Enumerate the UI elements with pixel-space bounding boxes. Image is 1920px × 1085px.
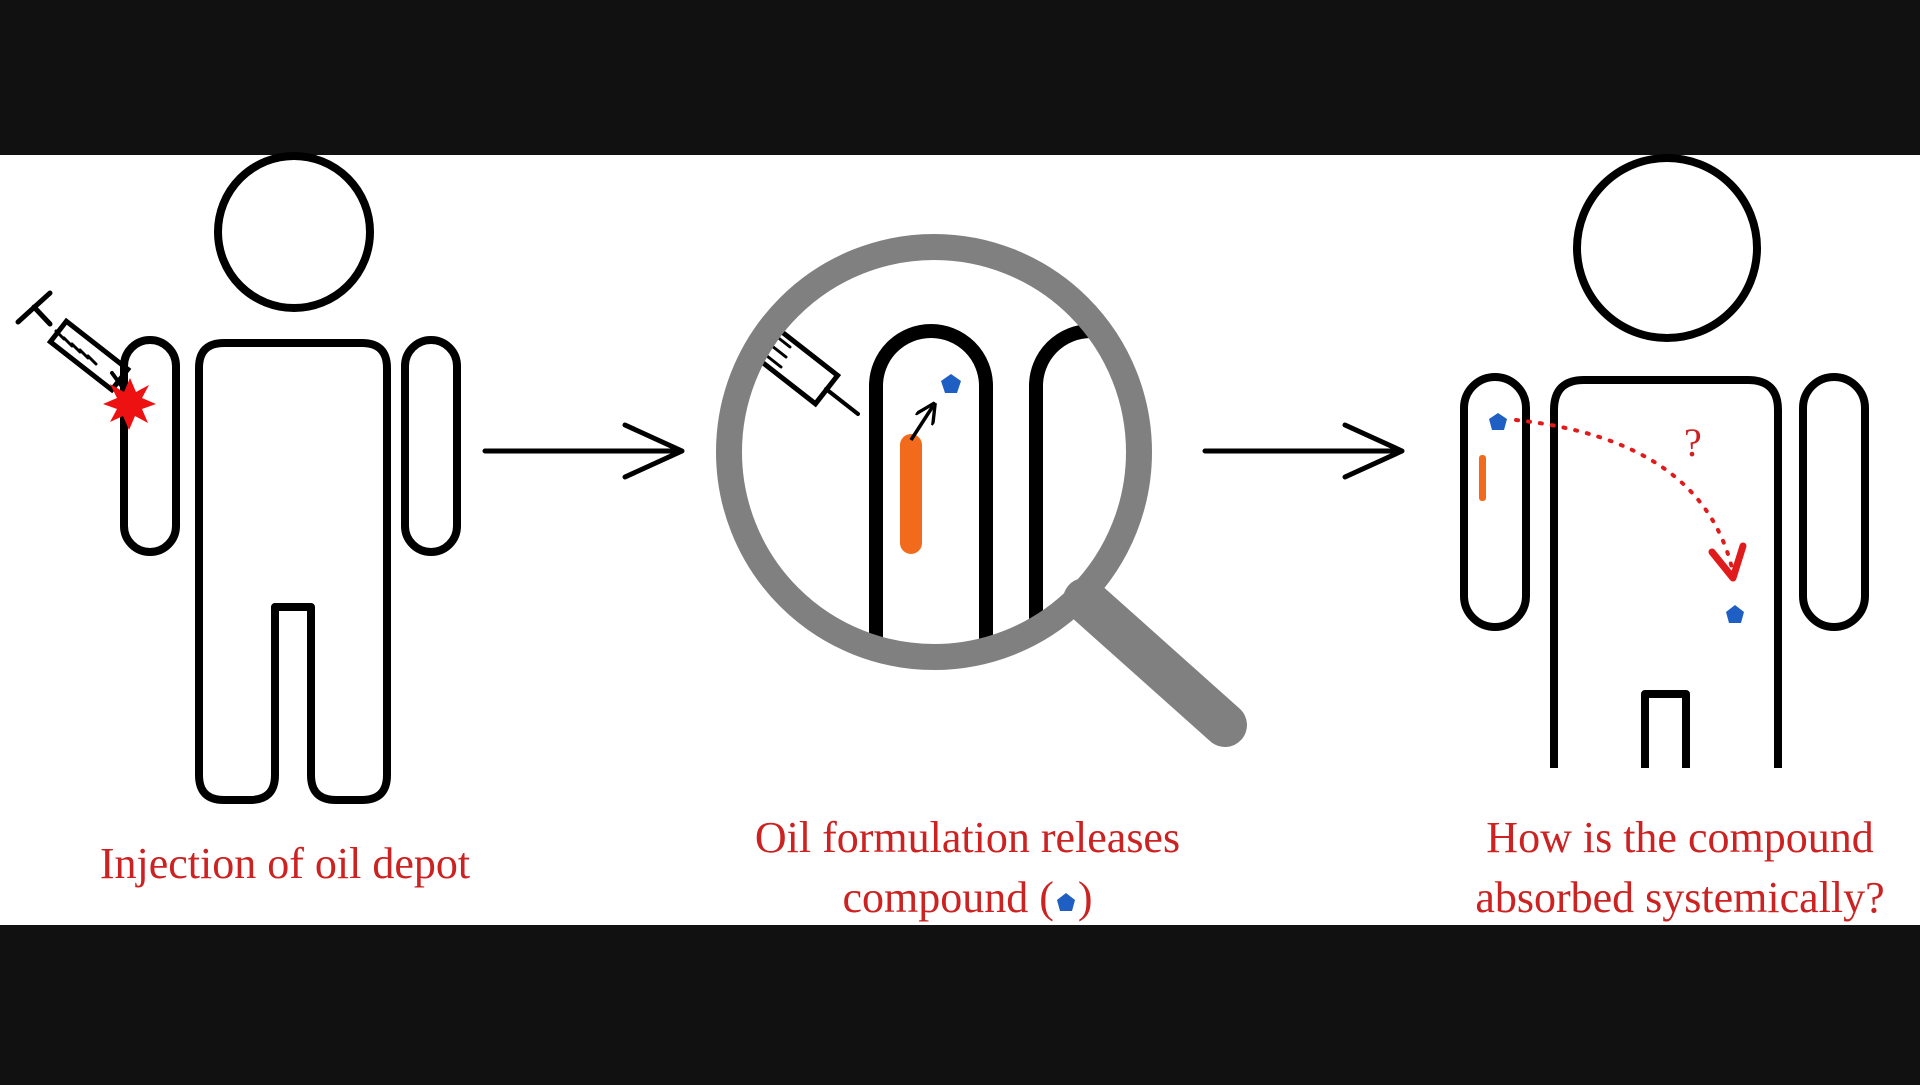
magnifying-glass-icon <box>716 234 1247 747</box>
release-arrow <box>909 406 933 441</box>
magnified-arm-left <box>869 324 993 657</box>
oil-depot-arm <box>1479 455 1486 501</box>
pentagon-icon <box>941 374 961 393</box>
caption-release-line2: compound () <box>700 868 1235 928</box>
caption-absorption-line2: absorbed systemically? <box>1475 873 1885 922</box>
compound-systemic-icon <box>1726 605 1744 623</box>
person-right-arm-right <box>1799 373 1869 631</box>
caption-release-suffix: ) <box>1077 873 1093 922</box>
person-right-body <box>1550 376 1782 768</box>
caption-release-line1: Oil formulation releases <box>754 813 1181 862</box>
absorption-path <box>1514 418 1734 570</box>
person-left <box>120 152 461 804</box>
arrow-right-icon <box>1202 422 1405 480</box>
caption-absorption: How is the compound absorbed systemicall… <box>1440 808 1920 928</box>
caption-injection-line1: Injection of oil depot <box>99 839 471 888</box>
person-right <box>1460 154 1869 768</box>
caption-release: Oil formulation releases compound () <box>700 808 1235 928</box>
pentagon-icon <box>1056 892 1075 911</box>
caption-injection: Injection of oil depot <box>40 834 530 894</box>
person-right-head <box>1573 154 1761 342</box>
person-left-head <box>214 152 374 312</box>
oil-depot-magnified <box>900 434 922 554</box>
person-right-crotch <box>1641 690 1690 768</box>
absorption-arrowhead <box>1708 542 1747 582</box>
person-left-body <box>195 339 391 804</box>
person-left-arm-left <box>120 336 180 556</box>
syringe-icon <box>15 290 132 394</box>
person-right-arm-left <box>1460 373 1530 631</box>
caption-absorption-line1: How is the compound <box>1486 813 1874 862</box>
question-mark: ? <box>1684 420 1702 465</box>
person-left-arm-right <box>401 336 461 556</box>
arrow-right-icon <box>482 422 685 480</box>
compound-in-arm-icon <box>1489 413 1507 430</box>
caption-release-prefix: compound ( <box>842 873 1054 922</box>
injection-burst-icon <box>103 378 156 430</box>
